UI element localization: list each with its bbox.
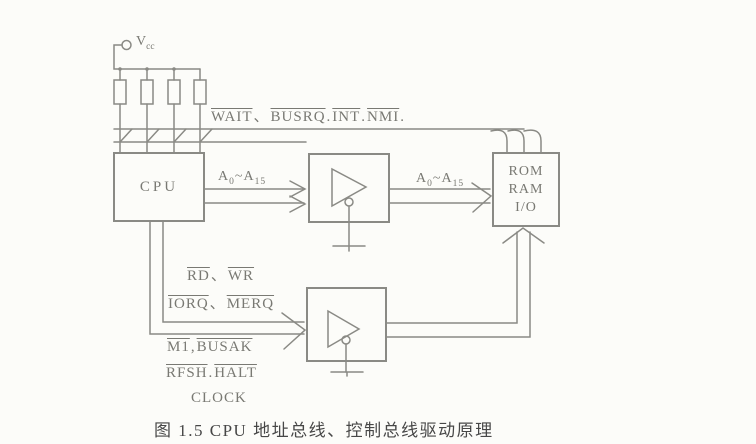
memory-label-io: I/O [515,199,537,215]
pullup-network [113,39,207,153]
bus-hook [490,129,508,153]
arrowhead [281,312,307,350]
m1-busak-label: M1,BUSAK [167,339,253,355]
bus-hook [523,129,542,153]
ground-icon [330,371,364,377]
address-range-label: A0~A15 [416,171,465,189]
control-driver-symbol [327,309,364,377]
control-driver-box [306,287,387,362]
memory-label-ram: RAM [508,181,544,197]
cpu-label: CPU [139,178,179,195]
memory-box: ROM RAM I/O [492,152,560,227]
pullup-resistor [193,79,207,105]
top-signal-bus [113,128,542,153]
top-signals-label: WAIT、BUSRQ.INT.NMI. [211,109,405,125]
iorq-merq-label: IORQ、MERQ [168,296,275,312]
address-driver-box [308,153,390,223]
pullup-resistor [167,79,181,105]
ground-icon [332,245,366,252]
address-range-label: A0~A15 [218,169,267,187]
arrowhead [289,195,307,213]
buffer-triangle [327,309,361,349]
pullup-resistor [140,79,154,105]
arrowhead [502,227,545,244]
arrowhead [471,182,493,213]
vcc-label: Vcc [136,34,155,52]
control-bus-cpu-to-driver [149,221,307,350]
pullup-resistor [113,79,127,105]
rd-wr-label: RD、WR [187,268,255,284]
cpu-box: CPU [113,152,205,222]
vcc-terminal-icon [121,39,132,51]
memory-label-rom: ROM [508,163,544,179]
buffer-triangle [331,167,368,208]
arrowhead [289,180,307,198]
address-bus-driver-to-memory [389,182,493,213]
control-bus-driver-to-memory [386,227,545,338]
address-driver-symbol [331,167,368,252]
bus-hook [507,129,525,153]
rfsh-halt-label: RFSH.HALT [166,365,257,381]
clock-label: CLOCK [191,390,247,406]
figure-caption: 图 1.5 CPU 地址总线、控制总线驱动原理 [154,421,494,440]
memory-labels: ROM RAM I/O [494,154,558,225]
address-bus-cpu-to-driver [204,180,307,213]
